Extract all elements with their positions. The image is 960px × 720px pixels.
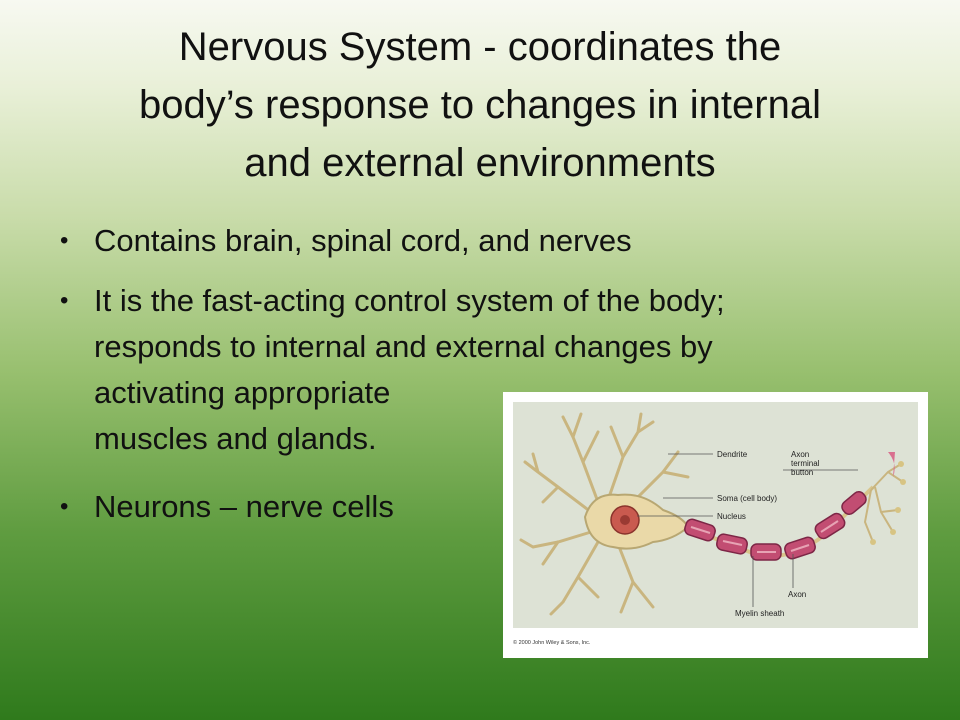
myelin-inner	[690, 520, 839, 553]
label-axon-terminal-line: terminal	[791, 459, 820, 468]
bullet-line: muscles and glands.	[94, 421, 377, 456]
label-axon-terminal-line: button	[791, 468, 814, 477]
label-axon-terminal-line: Axon	[791, 450, 810, 459]
title-line-2: body’s response to changes in internal	[139, 83, 821, 127]
leader-lines	[637, 453, 858, 607]
bullet-dot-icon: •	[60, 227, 69, 254]
neuron-figure: Dendrite Axon terminal button Soma (cell…	[503, 392, 928, 658]
bullet-dot-icon: •	[60, 287, 69, 314]
bullet-line: Contains brain, spinal cord, and nerves	[94, 223, 632, 258]
title-line-3: and external environments	[244, 141, 716, 185]
label-myelin-sheath: Myelin sheath	[735, 609, 785, 618]
target-cell-shape	[888, 452, 895, 477]
bullet-text: It is the fast-acting control system of …	[94, 278, 725, 462]
label-axon: Axon	[788, 590, 807, 599]
bullet-line: Neurons – nerve cells	[94, 489, 394, 524]
title-line-1: Nervous System - coordinates the	[178, 25, 782, 69]
bullet-text: Contains brain, spinal cord, and nerves	[94, 218, 632, 264]
nucleolus-shape	[620, 515, 630, 525]
bullet-line: activating appropriate	[94, 375, 391, 410]
slide-title: Nervous System - coordinates the body’s …	[30, 18, 930, 192]
figure-copyright: © 2000 John Wiley & Sons, Inc.	[513, 640, 591, 646]
label-axon-terminal: Axon terminal button	[791, 450, 819, 477]
bullet-dot-icon: •	[60, 493, 69, 520]
neuron-diagram	[519, 412, 906, 616]
label-soma: Soma (cell body)	[717, 494, 778, 503]
dendrite-branches	[519, 412, 690, 616]
neuron-figure-panel	[513, 402, 918, 628]
axon-terminal-buttons	[870, 461, 906, 545]
bullet-line: responds to internal and external change…	[94, 329, 713, 364]
bullet-text: Neurons – nerve cells	[94, 484, 394, 530]
label-nucleus: Nucleus	[717, 512, 746, 521]
label-dendrite: Dendrite	[717, 450, 748, 459]
bullet-line: It is the fast-acting control system of …	[94, 283, 725, 318]
axon-terminal-branches	[863, 463, 904, 543]
